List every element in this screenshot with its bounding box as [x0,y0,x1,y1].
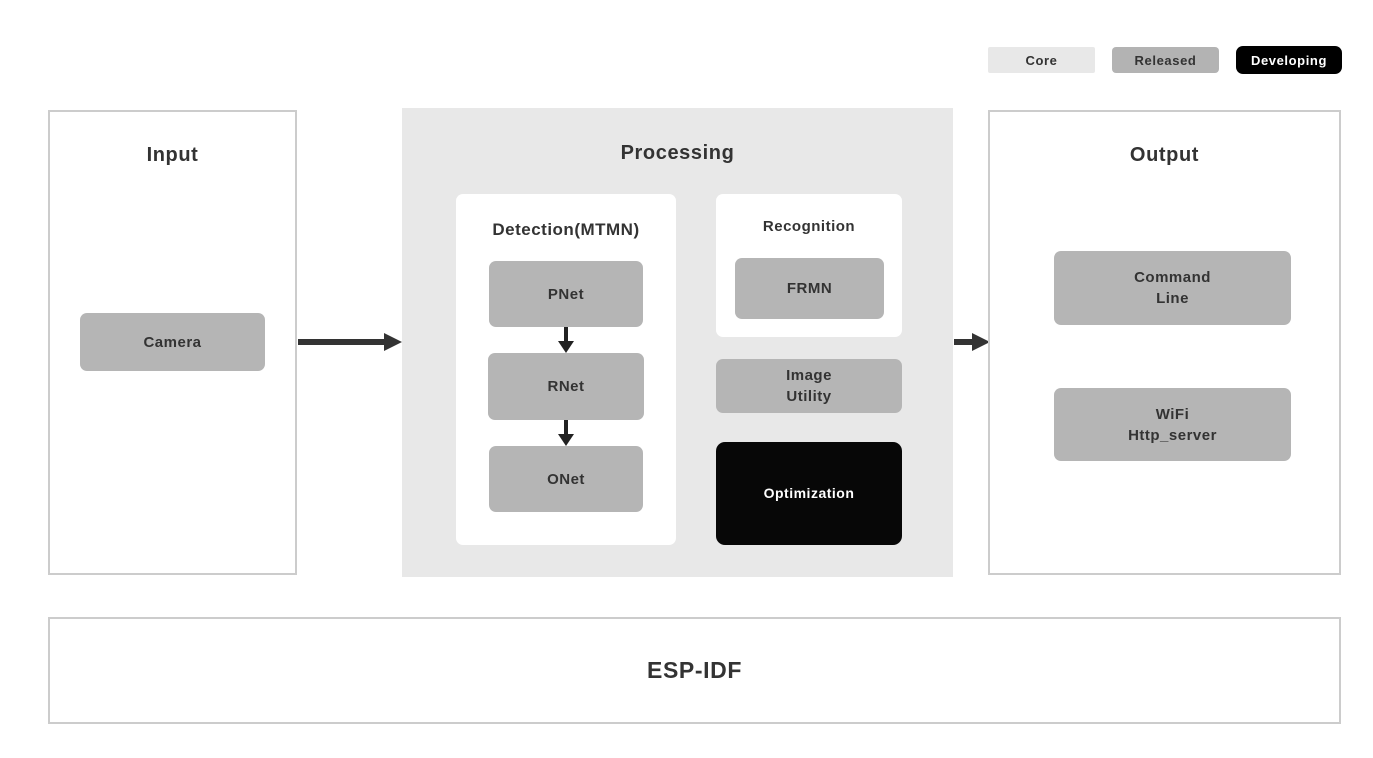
arrow-processing-to-output [954,333,990,351]
arrow-shaft [298,339,384,345]
frmn-module: FRMN [735,258,884,319]
detection-group-title: Detection(MTMN) [492,220,640,239]
arrow-pnet-to-rnet [558,327,574,353]
arrow-input-to-processing [298,333,402,351]
frmn-module-label: FRMN [786,280,833,297]
optimization-module-label: Optimization [763,485,855,501]
pnet-module: PNet [489,261,643,327]
camera-module: Camera [80,313,265,371]
arrow-head [558,341,574,353]
pnet-module-label: PNet [547,285,585,303]
optimization-module: Optimization [716,442,902,545]
arrow-head [558,434,574,446]
arrow-shaft [564,327,568,341]
onet-module: ONet [489,446,643,512]
detection-group: Detection(MTMN) PNet RNet ONet [456,194,676,545]
legend-badge-developing: Developing [1236,46,1342,74]
processing-panel-title: Processing [620,142,735,164]
arrow-head [384,333,402,351]
legend: Core Released Developing [988,46,1342,74]
esp-idf-title: ESP-IDF [647,657,742,683]
legend-badge-released: Released [1112,47,1219,73]
output-panel: Output Command Line WiFi Http_server [988,110,1341,575]
image-utility-label-line2: Utility [786,388,832,405]
wifi-label-line1: WiFi [1155,405,1190,423]
command-line-label-line1: Command [1134,269,1211,286]
arrow-shaft [954,339,972,345]
onet-module-label: ONet [547,470,585,488]
arrow-shaft [564,420,568,434]
recognition-group: Recognition FRMN [716,194,902,337]
legend-badge-core: Core [988,47,1095,73]
rnet-module-label: RNet [547,378,585,395]
input-panel-title: Input [146,144,199,166]
input-panel: Input Camera [48,110,297,575]
recognition-group-title: Recognition [762,218,856,235]
esp-idf-bar: ESP-IDF [48,617,1341,724]
command-line-label-line2: Line [1156,290,1189,307]
wifi-label-line2: Http_server [1128,426,1217,444]
rnet-module: RNet [488,353,644,420]
image-utility-module: Image Utility [716,359,902,413]
command-line-module: Command Line [1054,251,1291,325]
wifi-http-server-module: WiFi Http_server [1054,388,1291,461]
output-panel-title: Output [1129,144,1200,166]
arrow-head [972,333,990,351]
processing-panel: Processing Detection(MTMN) PNet RNet ONe… [402,108,953,577]
image-utility-label-line1: Image [786,367,832,384]
camera-module-label: Camera [143,333,202,351]
arrow-rnet-to-onet [558,420,574,446]
